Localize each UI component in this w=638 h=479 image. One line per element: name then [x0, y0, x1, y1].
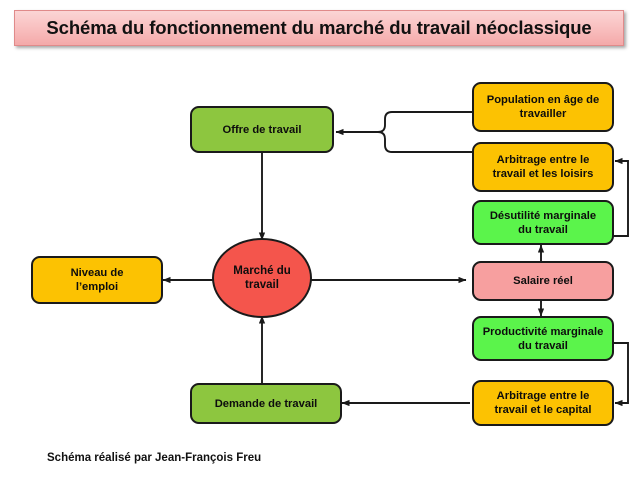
- node-productivite-label-2: du travail: [518, 339, 568, 352]
- node-niveau-de-lemploi[interactable]: Niveau de l’emploi: [31, 256, 163, 304]
- node-arb-capital-label-2: travail et le capital: [494, 404, 592, 416]
- node-offre-de-travail[interactable]: Offre de travail: [190, 106, 334, 153]
- node-desutilite-label-1: Désutilité marginale: [489, 209, 597, 222]
- node-marche-label-2: travail: [245, 279, 279, 291]
- node-demande-label-1: Demande de travail: [214, 397, 318, 410]
- node-arbitrage-travail-capital[interactable]: Arbitrage entre le travail et le capital: [472, 380, 614, 426]
- author-credit: Schéma réalisé par Jean-François Freu: [47, 452, 262, 464]
- node-desutilite-label-2: du travail: [518, 223, 568, 236]
- edge-desutilite-to-arb-loisirs: [612, 157, 629, 237]
- node-marche-du-travail[interactable]: Marché du travail: [212, 238, 312, 318]
- node-desutilite-marginale-du-travail[interactable]: Désutilité marginale du travail: [472, 200, 614, 245]
- node-arb-loisirs-label-2: travail et les loisirs: [492, 168, 594, 180]
- node-arbitrage-travail-loisirs[interactable]: Arbitrage entre le travail et les loisir…: [472, 142, 614, 192]
- page-title-banner: Schéma du fonctionnement du marché du tr…: [14, 10, 624, 46]
- node-productivite-label-1: Productivité marginale: [482, 325, 604, 338]
- node-salaire-reel[interactable]: Salaire réel: [472, 261, 614, 301]
- node-arb-loisirs-label-1: Arbitrage entre le: [496, 154, 590, 166]
- node-demande-de-travail[interactable]: Demande de travail: [190, 383, 342, 424]
- node-emploi-label-2: l’emploi: [75, 281, 119, 293]
- node-population-en-age-de-travailler[interactable]: Population en âge de travailler: [472, 82, 614, 132]
- node-salaire-label-1: Salaire réel: [513, 275, 573, 287]
- edge-brace-to-offre: [377, 111, 474, 153]
- edge-productivite-to-arb-capital: [612, 342, 629, 407]
- node-offre-label-1: Offre de travail: [222, 123, 302, 136]
- node-marche-label-1: Marché du: [233, 265, 291, 277]
- node-population-label-1: Population en âge de: [486, 94, 600, 106]
- page-title: Schéma du fonctionnement du marché du tr…: [46, 17, 592, 38]
- node-population-label-2: travailler: [519, 108, 567, 120]
- node-emploi-label-1: Niveau de: [70, 267, 124, 279]
- node-productivite-marginale-du-travail[interactable]: Productivité marginale du travail: [472, 316, 614, 361]
- node-arb-capital-label-1: Arbitrage entre le: [496, 390, 590, 402]
